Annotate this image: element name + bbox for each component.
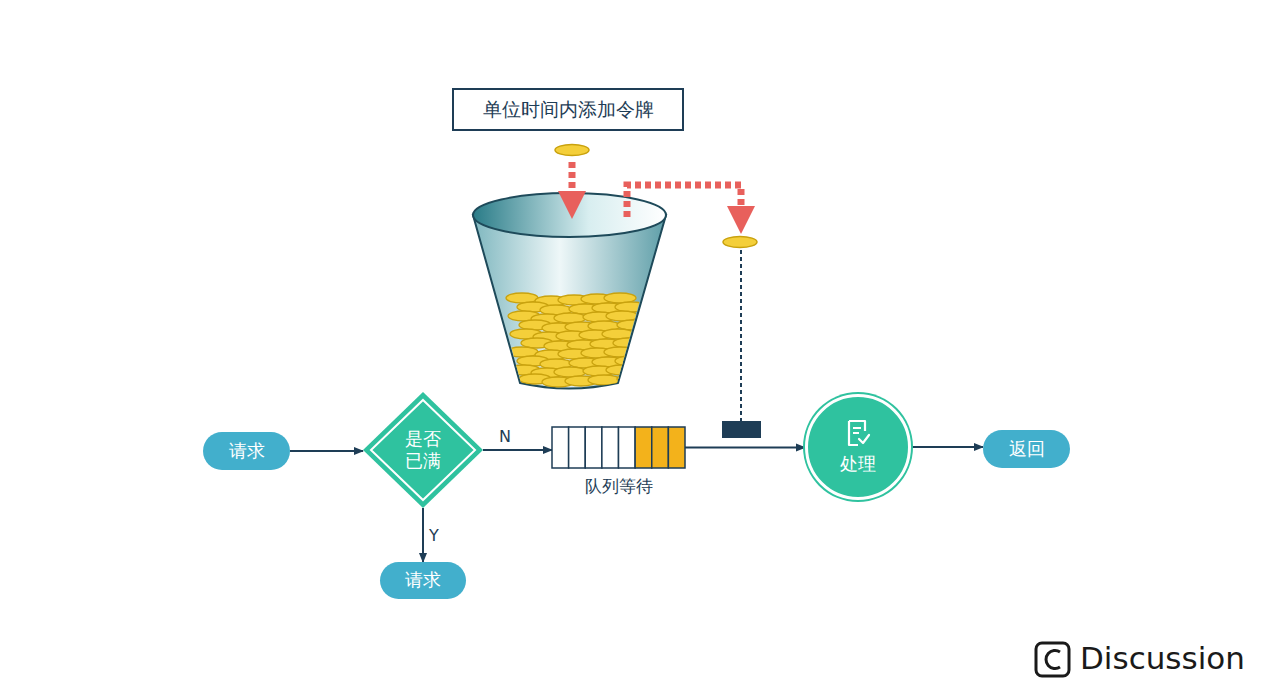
coin: [588, 375, 620, 385]
decision-diamond: 是否 已满: [363, 392, 483, 508]
request-pill: 请求: [380, 562, 466, 599]
node-label: 请求: [229, 440, 265, 463]
flow-arrow: [911, 446, 983, 448]
watermark-icon: [1036, 643, 1069, 676]
add-token-arrow: [569, 162, 576, 205]
queue-cell: [569, 427, 586, 468]
node-label: 是否 已满: [402, 428, 443, 473]
queue-cell: [552, 427, 569, 468]
edge-label: N: [499, 427, 511, 446]
bucket-rim: [473, 193, 666, 237]
flow-arrow: [290, 450, 363, 452]
coin: [617, 374, 649, 384]
queue-label: 队列等待: [585, 476, 653, 497]
queue-cell: [602, 427, 619, 468]
token-dashed-line: [740, 250, 742, 421]
flow-arrow: [483, 449, 552, 451]
title-box: 单位时间内添加令牌: [452, 88, 684, 131]
coin: [606, 365, 638, 375]
watermark-text: Discussion: [1080, 640, 1245, 676]
token-gate: [722, 421, 761, 438]
take-token-arrow: [627, 185, 741, 220]
return-pill: 返回: [983, 430, 1070, 468]
coin: [604, 347, 636, 357]
request-pill: 请求: [203, 432, 290, 470]
node-label: 请求: [405, 569, 441, 592]
diamond-outer: [363, 392, 483, 508]
diamond-inner: [371, 400, 475, 500]
token-coin: [723, 237, 757, 248]
flow-arrow: [422, 508, 424, 562]
edge-label: Y: [429, 526, 439, 545]
document-check-icon: [845, 419, 871, 447]
queue-box: 队列等待: [552, 427, 685, 468]
node-label: 单位时间内添加令牌: [483, 98, 654, 122]
node-label: 返回: [1009, 438, 1045, 461]
queue-cell: [635, 427, 652, 468]
node-label: 处理: [840, 453, 876, 476]
queue-cells: [552, 427, 685, 468]
queue-cell: [619, 427, 636, 468]
process-circle: 处理: [805, 394, 911, 500]
queue-cell: [668, 427, 685, 468]
queue-cell: [652, 427, 669, 468]
queue-cell: [585, 427, 602, 468]
watermark-icon: [1046, 651, 1060, 669]
flow-arrow: [685, 447, 805, 449]
coin-pile: [506, 293, 649, 387]
bucket-body: [473, 215, 666, 389]
token-coin: [555, 145, 589, 156]
